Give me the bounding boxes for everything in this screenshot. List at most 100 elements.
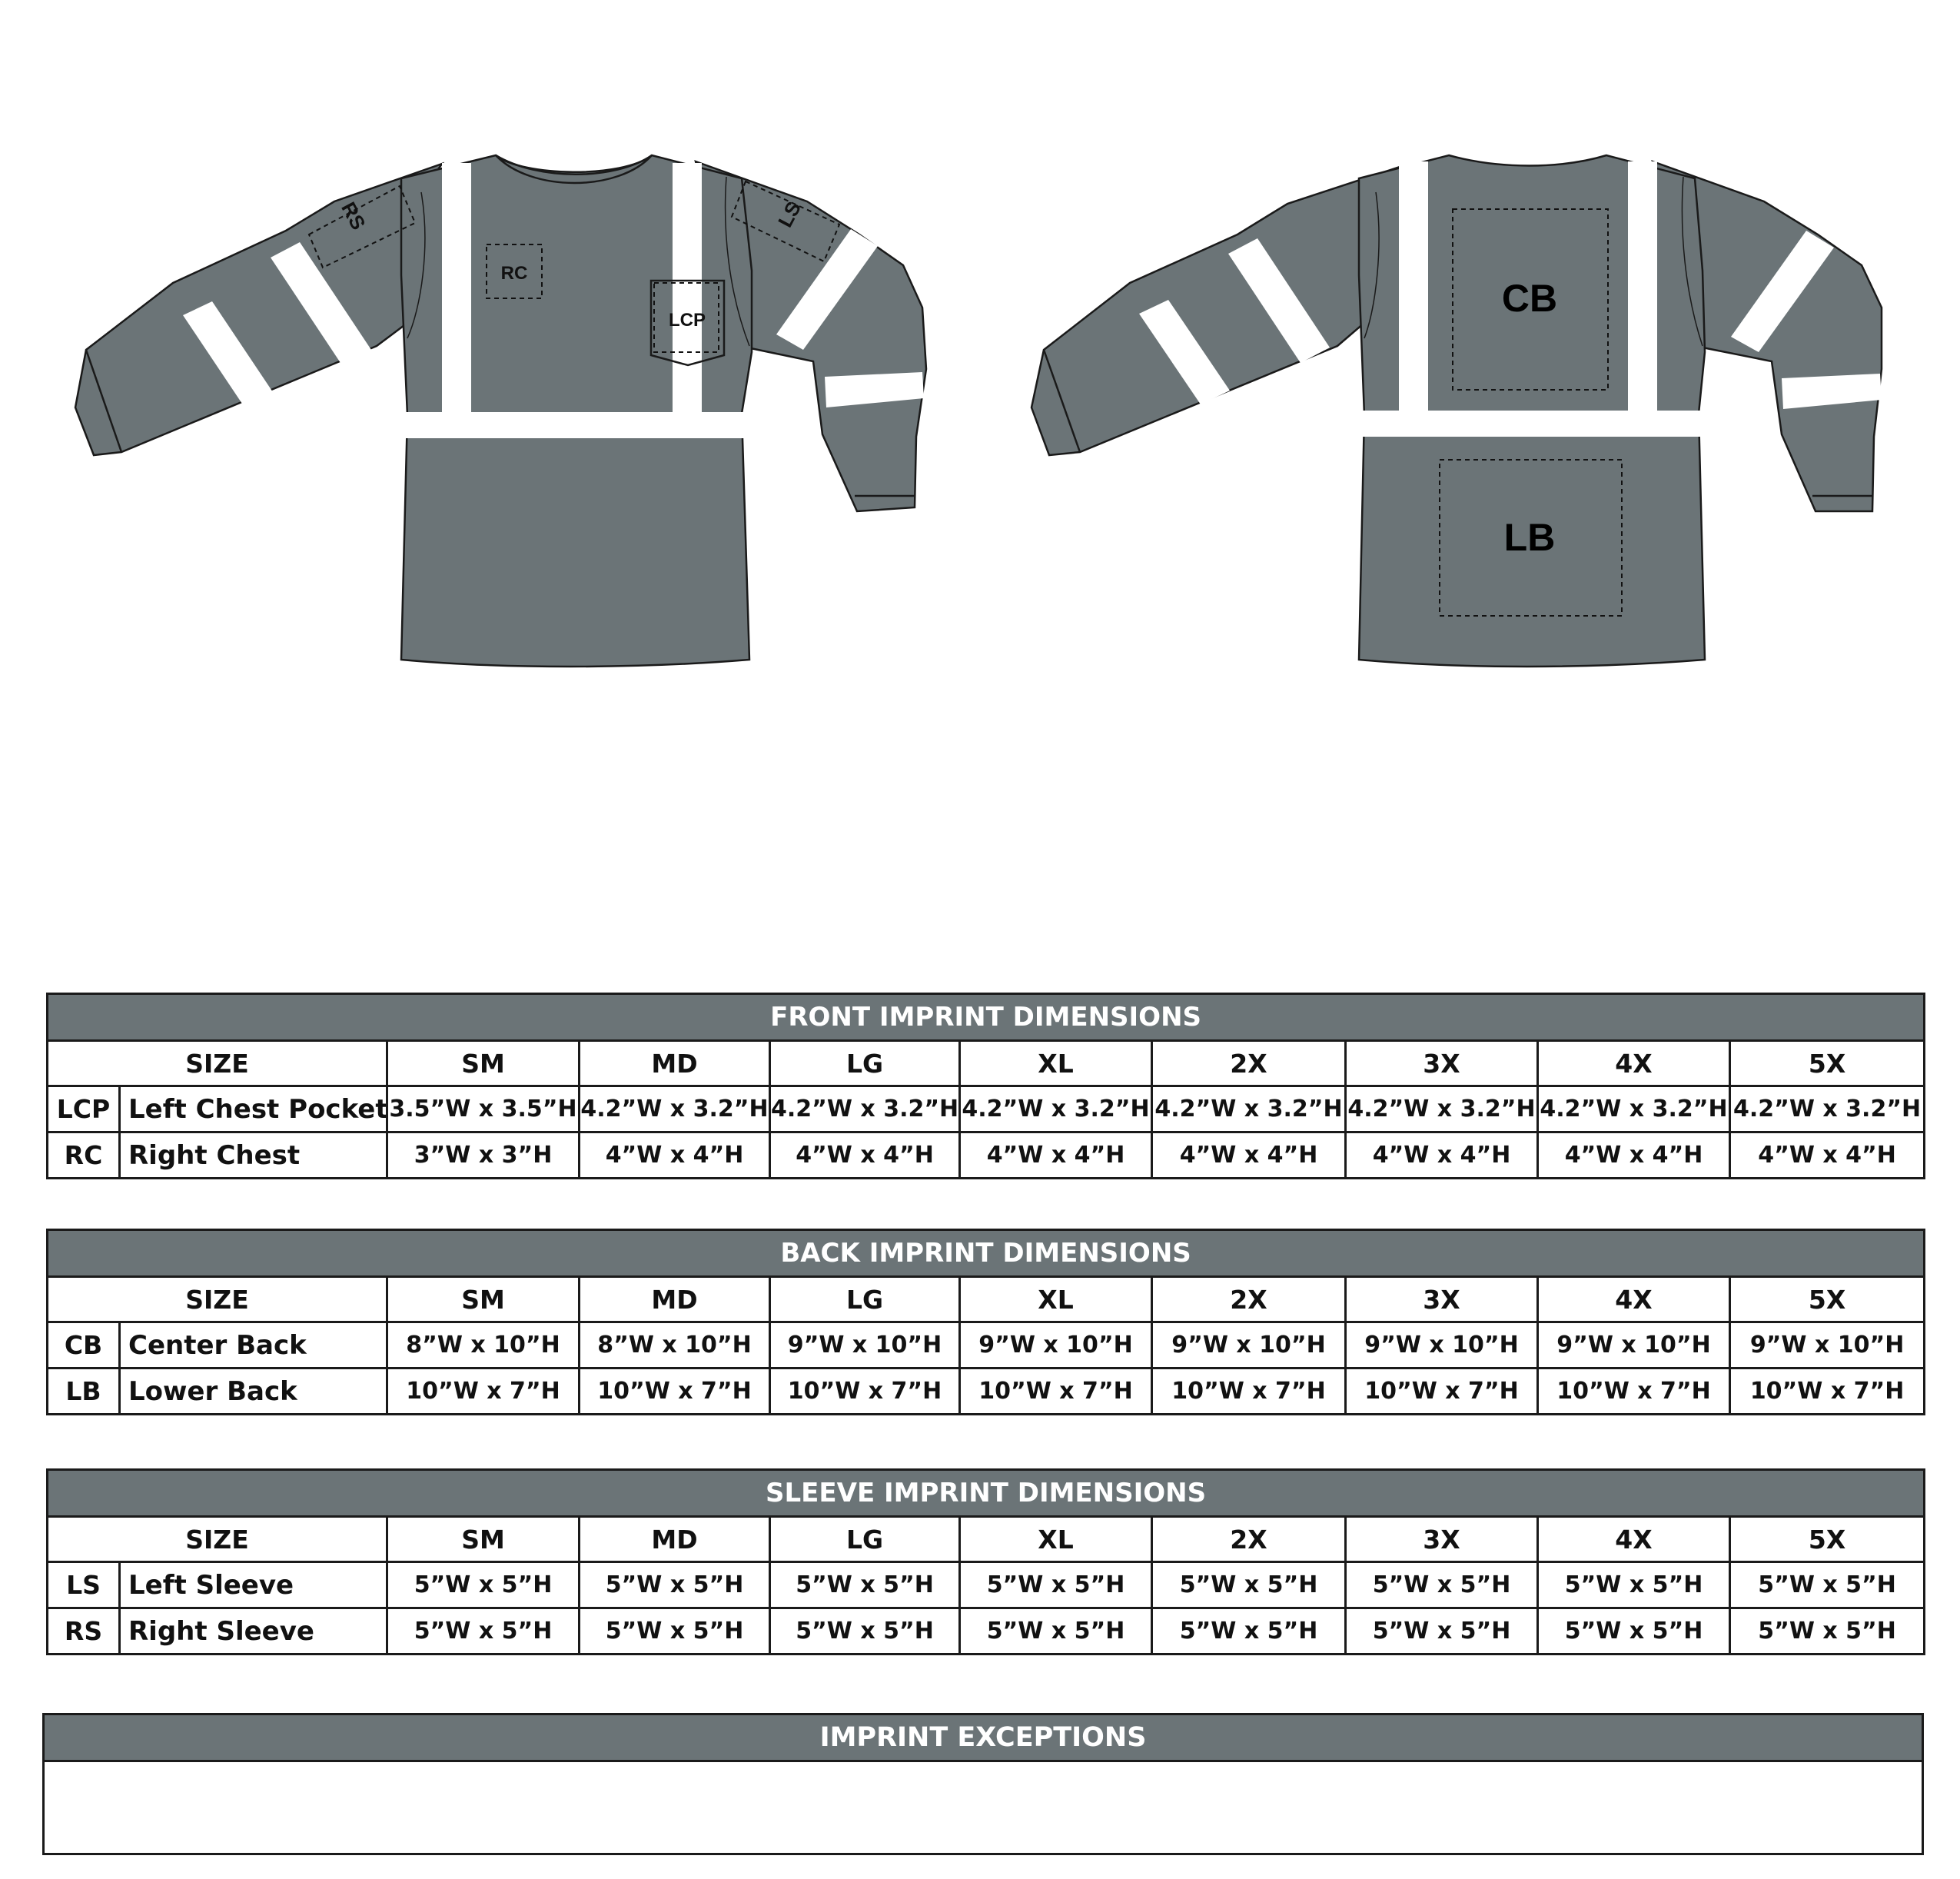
- dim-cell: 10”W x 7”H: [958, 1367, 1153, 1415]
- size-4x: 4X: [1536, 1039, 1731, 1087]
- back-imprint-zones: [1439, 208, 1623, 617]
- back-right-sleeve: [1030, 165, 1400, 457]
- front-shirt: [74, 154, 928, 668]
- row-name: Left Chest Pocket: [118, 1085, 388, 1133]
- dim-cell: 10”W x 7”H: [1151, 1367, 1347, 1415]
- dim-cell: 10”W x 7”H: [1344, 1367, 1539, 1415]
- row-code: LCP: [46, 1085, 121, 1133]
- dim-cell: 5”W x 5”H: [769, 1561, 961, 1609]
- front-table-title: FRONT IMPRINT DIMENSIONS: [45, 993, 1926, 1042]
- front-imprint-zones: [307, 180, 841, 353]
- dim-cell: 5”W x 5”H: [578, 1607, 771, 1655]
- dim-cell: 5”W x 5”H: [1728, 1561, 1926, 1609]
- dim-cell: 4”W x 4”H: [1728, 1131, 1926, 1179]
- dim-cell: 9”W x 10”H: [958, 1321, 1153, 1369]
- back-table-title: BACK IMPRINT DIMENSIONS: [45, 1229, 1926, 1278]
- size-5x: 5X: [1728, 1275, 1926, 1323]
- dim-cell: 10”W x 7”H: [578, 1367, 771, 1415]
- dim-cell: 4”W x 4”H: [1344, 1131, 1539, 1179]
- row-name: Center Back: [118, 1321, 388, 1369]
- size-header: SIZE: [46, 1039, 388, 1087]
- dim-cell: 9”W x 10”H: [1728, 1321, 1926, 1369]
- row-code: LB: [46, 1367, 121, 1415]
- row-name: Right Sleeve: [118, 1607, 388, 1655]
- dim-cell: 9”W x 10”H: [1151, 1321, 1347, 1369]
- dim-cell: 9”W x 10”H: [1344, 1321, 1539, 1369]
- back-reflective-stripes: [1139, 161, 1882, 437]
- size-lg: LG: [769, 1515, 961, 1563]
- dim-cell: 4”W x 4”H: [958, 1131, 1153, 1179]
- table-row: LB Lower Back 10”W x 7”H 10”W x 7”H 10”W…: [46, 1367, 1926, 1415]
- front-pocket: [649, 279, 726, 367]
- cb-label: CB: [1502, 277, 1557, 320]
- size-lg: LG: [769, 1039, 961, 1087]
- dim-cell: 4.2”W x 3.2”H: [1151, 1085, 1347, 1133]
- size-3x: 3X: [1344, 1515, 1539, 1563]
- ls-zone: [730, 180, 841, 263]
- dim-cell: 5”W x 5”H: [1344, 1561, 1539, 1609]
- dim-cell: 10”W x 7”H: [386, 1367, 580, 1415]
- row-code: RS: [46, 1607, 121, 1655]
- row-name: Lower Back: [118, 1367, 388, 1415]
- size-header: SIZE: [46, 1275, 388, 1323]
- size-xl: XL: [958, 1275, 1153, 1323]
- row-code: RC: [46, 1131, 121, 1179]
- dim-cell: 9”W x 10”H: [769, 1321, 961, 1369]
- front-collar: [495, 155, 653, 185]
- dim-cell: 8”W x 10”H: [386, 1321, 580, 1369]
- cb-zone: [1452, 208, 1609, 391]
- dim-cell: 5”W x 5”H: [1344, 1607, 1539, 1655]
- lb-label: LB: [1504, 516, 1556, 559]
- table-row: LCP Left Chest Pocket 3.5”W x 3.5”H 4.2”…: [46, 1085, 1926, 1133]
- dim-cell: 10”W x 7”H: [1536, 1367, 1731, 1415]
- size-xl: XL: [958, 1515, 1153, 1563]
- dim-cell: 4”W x 4”H: [1151, 1131, 1347, 1179]
- size-md: MD: [578, 1039, 771, 1087]
- lcp-label: LCP: [669, 310, 706, 331]
- dim-cell: 5”W x 5”H: [958, 1561, 1153, 1609]
- dim-cell: 4”W x 4”H: [769, 1131, 961, 1179]
- dim-cell: 3.5”W x 3.5”H: [386, 1085, 580, 1133]
- rc-zone: [486, 244, 543, 299]
- dim-cell: 3”W x 3”H: [386, 1131, 580, 1179]
- dim-cell: 4”W x 4”H: [578, 1131, 771, 1179]
- dim-cell: 5”W x 5”H: [1536, 1561, 1731, 1609]
- size-4x: 4X: [1536, 1515, 1731, 1563]
- table-row: RC Right Chest 3”W x 3”H 4”W x 4”H 4”W x…: [46, 1131, 1926, 1179]
- exceptions-notes-area[interactable]: [42, 1760, 1924, 1855]
- lcp-zone: [653, 282, 719, 353]
- row-code: LS: [46, 1561, 121, 1609]
- size-sm: SM: [386, 1039, 580, 1087]
- dim-cell: 10”W x 7”H: [1728, 1367, 1926, 1415]
- size-3x: 3X: [1344, 1039, 1539, 1087]
- dim-cell: 10”W x 7”H: [769, 1367, 961, 1415]
- rs-zone: [307, 185, 417, 269]
- dim-cell: 5”W x 5”H: [1536, 1607, 1731, 1655]
- size-md: MD: [578, 1515, 771, 1563]
- dim-cell: 8”W x 10”H: [578, 1321, 771, 1369]
- shirt-illustrations: RS LS RC LCP CB LB: [74, 154, 1883, 668]
- dim-cell: 5”W x 5”H: [769, 1607, 961, 1655]
- size-header: SIZE: [46, 1515, 388, 1563]
- sleeve-imprint-table: SLEEVE IMPRINT DIMENSIONS SIZE SM MD LG …: [45, 1468, 1926, 1655]
- size-2x: 2X: [1151, 1275, 1347, 1323]
- dim-cell: 5”W x 5”H: [1728, 1607, 1926, 1655]
- size-sm: SM: [386, 1275, 580, 1323]
- dim-cell: 5”W x 5”H: [1151, 1561, 1347, 1609]
- size-sm: SM: [386, 1515, 580, 1563]
- dim-cell: 9”W x 10”H: [1536, 1321, 1731, 1369]
- size-xl: XL: [958, 1039, 1153, 1087]
- front-right-sleeve: [74, 161, 445, 457]
- dim-cell: 4.2”W x 3.2”H: [1344, 1085, 1539, 1133]
- dim-cell: 4.2”W x 3.2”H: [578, 1085, 771, 1133]
- row-code: CB: [46, 1321, 121, 1369]
- sleeve-table-title: SLEEVE IMPRINT DIMENSIONS: [45, 1468, 1926, 1518]
- size-5x: 5X: [1728, 1515, 1926, 1563]
- dim-cell: 5”W x 5”H: [386, 1607, 580, 1655]
- dim-cell: 5”W x 5”H: [386, 1561, 580, 1609]
- dim-cell: 4.2”W x 3.2”H: [769, 1085, 961, 1133]
- row-name: Left Sleeve: [118, 1561, 388, 1609]
- size-md: MD: [578, 1275, 771, 1323]
- imprint-exceptions-box: IMPRINT EXCEPTIONS: [42, 1713, 1924, 1855]
- dim-cell: 5”W x 5”H: [958, 1607, 1153, 1655]
